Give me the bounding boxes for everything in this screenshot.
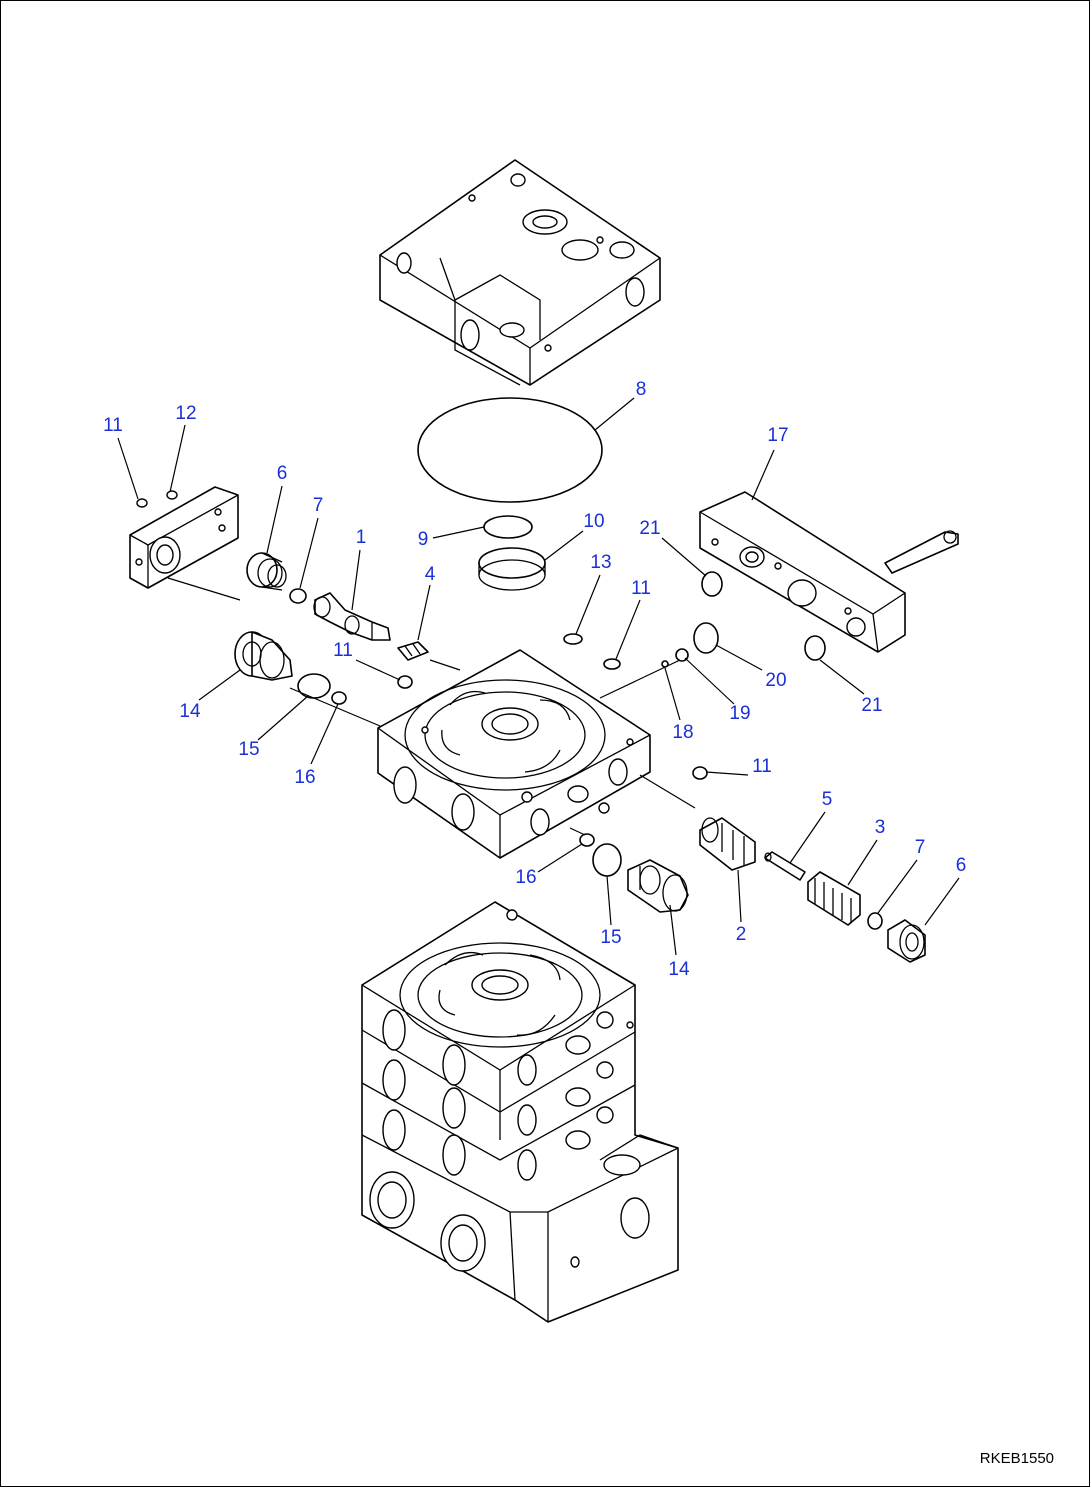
o-ring-11-right bbox=[692, 766, 708, 780]
callout-2: 2 bbox=[736, 924, 747, 945]
spool-1 bbox=[313, 592, 391, 641]
callout-16-right: 16 bbox=[515, 867, 536, 888]
o-ring-11-center bbox=[603, 658, 621, 670]
middle-valve-section bbox=[377, 649, 651, 859]
assembly-guide-lines bbox=[167, 577, 696, 836]
spring-3 bbox=[807, 871, 861, 926]
callout-leaders bbox=[117, 397, 960, 956]
callout-3: 3 bbox=[875, 817, 886, 838]
o-ring-15-left bbox=[297, 673, 331, 699]
bottom-valve-stack bbox=[361, 901, 679, 1323]
o-ring-16-right bbox=[579, 833, 595, 847]
callout-5: 5 bbox=[822, 789, 833, 810]
callout-9: 9 bbox=[418, 529, 429, 550]
callout-11-center: 11 bbox=[631, 578, 651, 599]
callout-11-right: 11 bbox=[752, 756, 772, 777]
callout-21-upper: 21 bbox=[639, 518, 660, 539]
callout-6-left: 6 bbox=[277, 463, 288, 484]
callout-labels: 1 2 3 4 5 6 6 7 7 8 9 10 11 11 11 11 12 … bbox=[103, 379, 966, 980]
o-ring-7-left bbox=[289, 588, 307, 604]
o-ring-9 bbox=[483, 515, 533, 539]
callout-16-left: 16 bbox=[294, 767, 315, 788]
callout-20: 20 bbox=[765, 670, 786, 691]
callout-18: 18 bbox=[672, 722, 693, 743]
o-ring-13 bbox=[563, 633, 583, 645]
plug-6-right bbox=[887, 919, 926, 963]
callout-11-top-left: 11 bbox=[103, 415, 123, 436]
top-valve-block bbox=[379, 159, 661, 386]
o-ring-15-right bbox=[592, 843, 622, 877]
callout-7-left: 7 bbox=[313, 495, 324, 516]
pin-4 bbox=[397, 641, 429, 661]
callout-19: 19 bbox=[729, 703, 750, 724]
callout-4: 4 bbox=[425, 564, 436, 585]
ring-10 bbox=[478, 547, 546, 591]
left-cover-plate bbox=[129, 486, 239, 589]
callout-15-right: 15 bbox=[600, 927, 621, 948]
callout-7-right: 7 bbox=[915, 837, 926, 858]
piston-5 bbox=[764, 851, 806, 881]
relief-valve-14-right bbox=[627, 859, 689, 913]
callout-15-left: 15 bbox=[238, 739, 259, 760]
o-ring-7-right bbox=[867, 912, 883, 930]
callout-12: 12 bbox=[175, 403, 196, 424]
o-ring-8 bbox=[417, 397, 603, 503]
o-ring-16-left bbox=[331, 691, 347, 705]
plug-6-left bbox=[246, 552, 287, 591]
callout-1: 1 bbox=[356, 527, 367, 548]
relief-valve-14-left bbox=[234, 631, 293, 681]
callout-14-left: 14 bbox=[179, 701, 201, 722]
piston-2 bbox=[699, 817, 756, 871]
drawing-code: RKEB1550 bbox=[979, 1450, 1054, 1467]
o-ring-21-lower bbox=[804, 635, 826, 661]
callout-8: 8 bbox=[636, 379, 647, 400]
callout-13: 13 bbox=[590, 552, 611, 573]
right-plate-17 bbox=[699, 491, 959, 653]
callout-11-mid-left: 11 bbox=[333, 640, 353, 661]
callout-17: 17 bbox=[767, 425, 788, 446]
callout-21-lower: 21 bbox=[861, 695, 882, 716]
callout-10: 10 bbox=[583, 511, 604, 532]
o-ring-11-mid-left bbox=[397, 675, 413, 689]
callout-14-right: 14 bbox=[668, 959, 690, 980]
o-ring-20 bbox=[693, 622, 719, 654]
o-ring-21-upper bbox=[701, 571, 723, 597]
callout-6-right: 6 bbox=[956, 855, 967, 876]
